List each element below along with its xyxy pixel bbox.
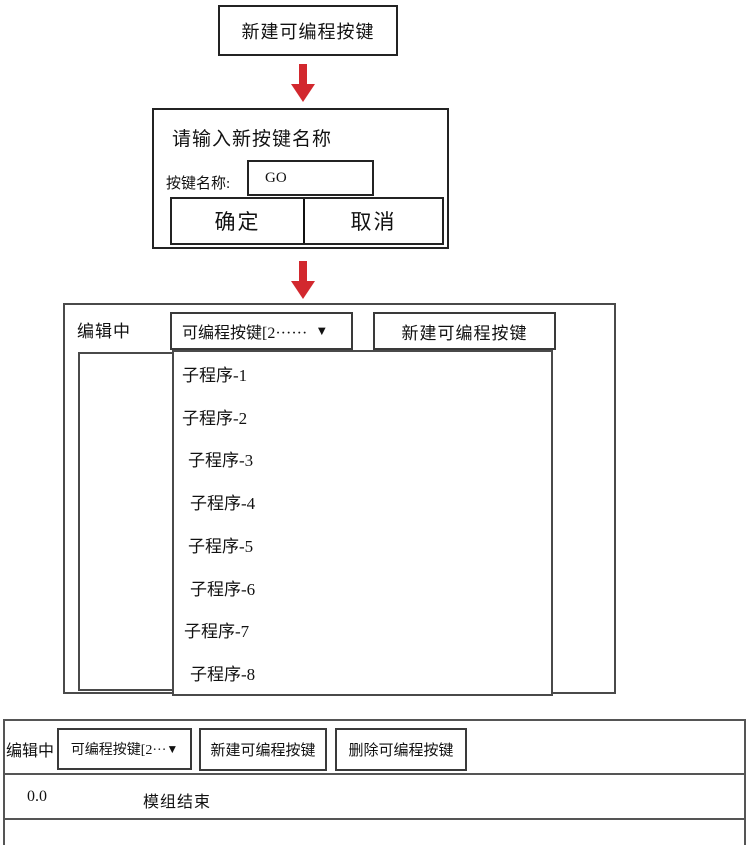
step-time-value: 0.0 bbox=[27, 788, 47, 805]
dialog-title: 请输入新按键名称 bbox=[172, 129, 333, 150]
new-key-name-dialog: 请输入新按键名称 按键名称: GO 确定 取消 bbox=[152, 108, 449, 249]
bottom-editor-toolbar-panel: 编辑中 可编程按键[2··· ▼ 新建可编程按键 删除可编程按键 0.0 模组结… bbox=[3, 719, 746, 845]
chevron-down-icon: ▼ bbox=[166, 741, 179, 756]
subprogram-list-item[interactable]: 子程序-4 bbox=[190, 494, 256, 514]
new-programmable-key-button[interactable]: 新建可编程按键 bbox=[199, 728, 327, 771]
new-programmable-key-label: 新建可编程按键 bbox=[210, 743, 316, 759]
subprogram-list-item[interactable]: 子程序-6 bbox=[190, 579, 256, 599]
flow-arrow-down-icon bbox=[291, 261, 315, 299]
create-programmable-key-button[interactable]: 新建可编程按键 bbox=[218, 5, 398, 56]
programmable-key-dropdown-value: 可编程按键[2··· bbox=[70, 743, 167, 758]
key-name-input[interactable]: GO bbox=[247, 160, 374, 196]
editor-left-pane bbox=[78, 352, 174, 691]
key-name-label: 按键名称: bbox=[166, 176, 231, 192]
dialog-button-bar: 确定 取消 bbox=[170, 197, 444, 245]
subprogram-dropdown-list: 子程序-1 子程序-2 子程序-3 子程序-4 子程序-5 子程序-6 子程序-7 子程序-8 bbox=[172, 350, 553, 696]
subprogram-list-item[interactable]: 子程序-2 bbox=[182, 408, 248, 428]
step-instruction-label: 模组结束 bbox=[143, 794, 212, 811]
chevron-down-icon: ▼ bbox=[315, 323, 329, 338]
subprogram-list-item[interactable]: 子程序-5 bbox=[188, 536, 254, 556]
arrow-shaft bbox=[299, 64, 307, 84]
arrow-head bbox=[291, 84, 315, 102]
arrow-head bbox=[291, 281, 315, 299]
ok-button-label: 确定 bbox=[214, 210, 261, 234]
delete-programmable-key-label: 删除可编程按键 bbox=[348, 743, 454, 759]
bottom-toolbar-header: 编辑中 可编程按键[2··· ▼ 新建可编程按键 删除可编程按键 bbox=[5, 721, 744, 775]
editing-status-label: 编辑中 bbox=[77, 322, 131, 341]
cancel-button-label: 取消 bbox=[350, 210, 397, 234]
editing-status-label: 编辑中 bbox=[6, 743, 55, 760]
subprogram-list-item[interactable]: 子程序-8 bbox=[190, 665, 256, 685]
arrow-shaft bbox=[299, 261, 307, 281]
programmable-key-dropdown[interactable]: 可编程按键[2······ ▼ bbox=[170, 312, 353, 350]
key-name-value: GO bbox=[265, 169, 287, 186]
program-step-row[interactable]: 0.0 模组结束 bbox=[5, 775, 744, 820]
empty-program-row bbox=[5, 820, 744, 845]
new-programmable-key-button[interactable]: 新建可编程按键 bbox=[373, 312, 556, 350]
subprogram-list-item[interactable]: 子程序-7 bbox=[184, 622, 250, 642]
create-programmable-key-label: 新建可编程按键 bbox=[241, 21, 375, 42]
programmable-key-dropdown-value: 可编程按键[2······ bbox=[182, 325, 308, 342]
ok-button[interactable]: 确定 bbox=[172, 199, 305, 243]
programmable-key-dropdown[interactable]: 可编程按键[2··· ▼ bbox=[57, 728, 192, 770]
delete-programmable-key-button[interactable]: 删除可编程按键 bbox=[335, 728, 467, 771]
name-field-row: 按键名称: GO bbox=[166, 160, 444, 196]
flow-arrow-down-icon bbox=[291, 64, 315, 102]
subprogram-list-item[interactable]: 子程序-1 bbox=[182, 365, 248, 385]
cancel-button[interactable]: 取消 bbox=[305, 199, 442, 243]
subprogram-list-item[interactable]: 子程序-3 bbox=[188, 451, 254, 471]
new-programmable-key-label: 新建可编程按键 bbox=[401, 323, 528, 343]
